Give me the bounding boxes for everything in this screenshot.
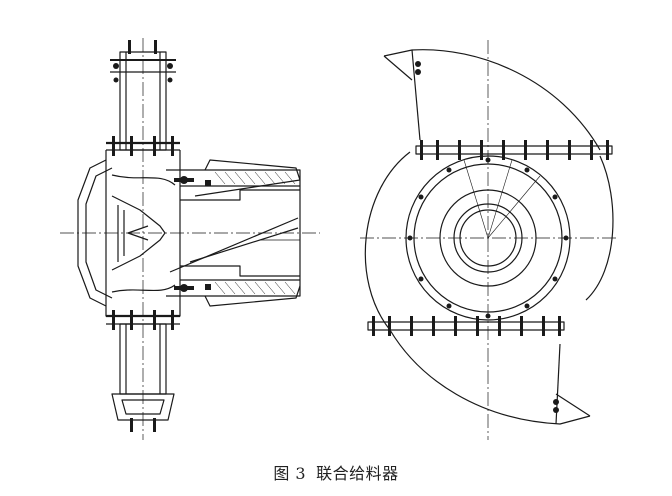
housing bbox=[77, 150, 181, 317]
top-chute-bolts bbox=[112, 40, 174, 156]
flange-bolts bbox=[372, 140, 609, 336]
outlet-bolts bbox=[174, 176, 211, 292]
front-flanges bbox=[367, 145, 613, 331]
caption-title: 联合给料器 bbox=[316, 464, 399, 483]
front-view bbox=[360, 40, 616, 440]
bottom-chute-bolts bbox=[112, 310, 174, 432]
horizontal-outlet bbox=[166, 159, 301, 307]
outlet-hatching bbox=[214, 171, 296, 295]
bottom-chute bbox=[106, 314, 180, 421]
casing-corner-bolts bbox=[415, 61, 559, 413]
side-section-view bbox=[60, 38, 320, 440]
side-centerlines bbox=[60, 38, 320, 440]
caption-label: 图 3 bbox=[273, 464, 307, 483]
rotor bbox=[405, 155, 571, 321]
front-centerlines bbox=[360, 40, 616, 440]
top-chute bbox=[106, 51, 180, 151]
rotor-bolts bbox=[407, 157, 569, 319]
figure-caption: 图 3 联合给料器 bbox=[0, 460, 672, 484]
